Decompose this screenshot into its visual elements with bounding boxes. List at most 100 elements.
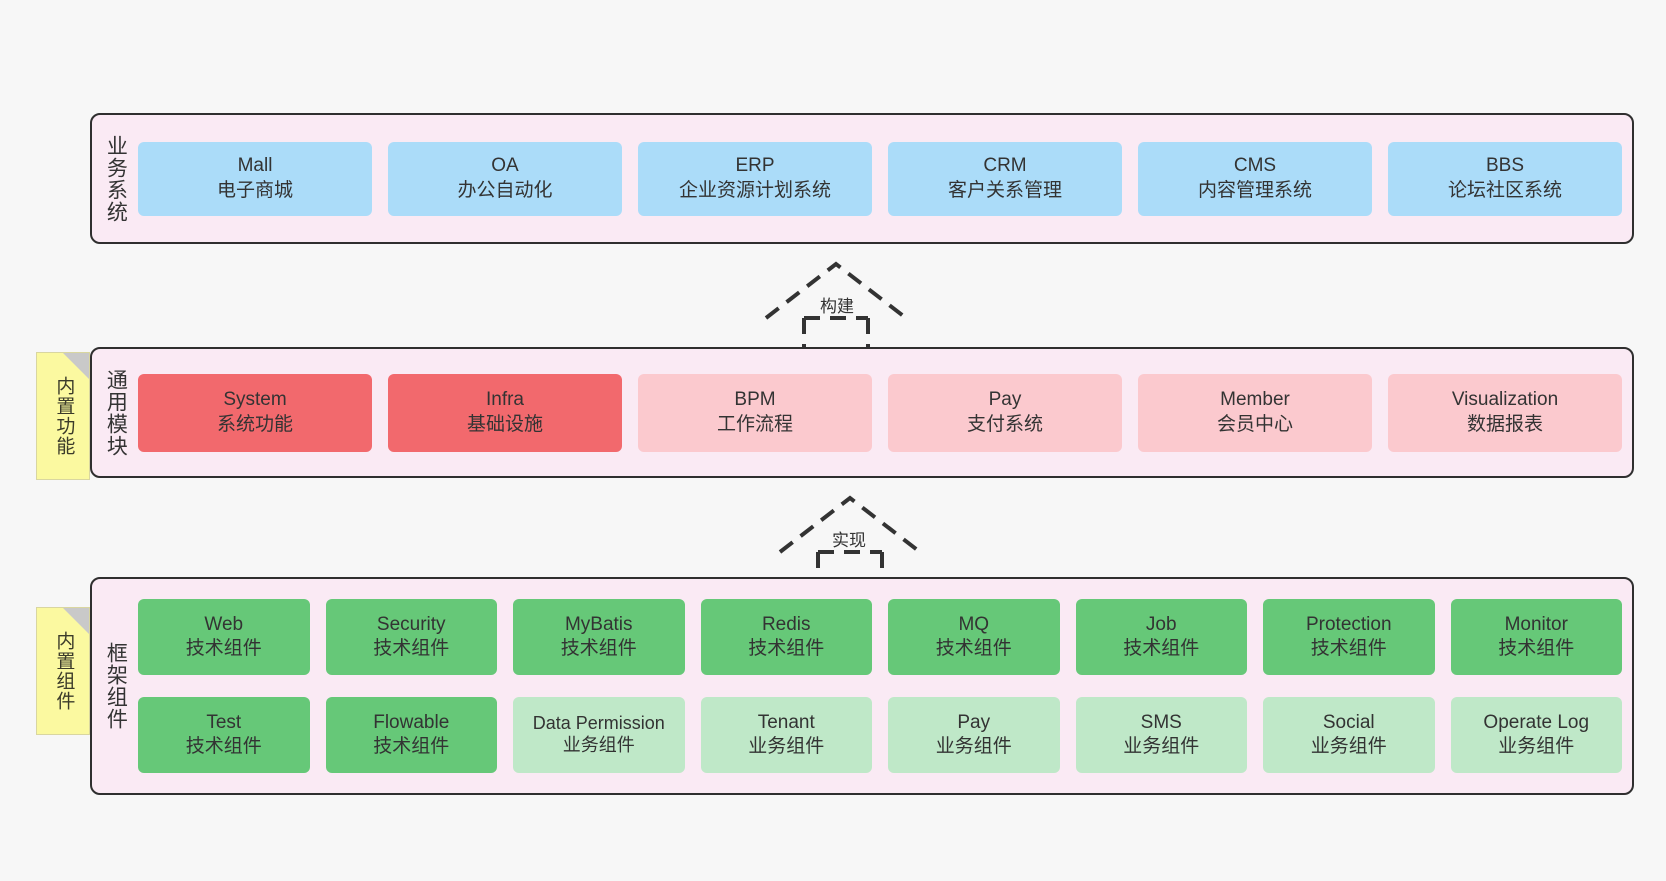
node-oa[interactable]: OA 办公自动化 — [388, 141, 622, 216]
framework-node-row-2: Test 技术组件 Flowable 技术组件 Data Permission … — [138, 697, 1622, 773]
note-fold-corner-icon — [63, 353, 89, 379]
node-cms-en: CMS — [1233, 155, 1277, 177]
node-oa-cn: 办公自动化 — [457, 179, 553, 201]
node-pay-component-cn: 业务组件 — [935, 736, 1012, 757]
node-operate-log-cn: 业务组件 — [1498, 736, 1575, 757]
node-pay-module-en: Pay — [988, 389, 1022, 411]
layer-common-title: 通用模块 — [104, 368, 128, 457]
node-tenant[interactable]: Tenant 业务组件 — [700, 697, 872, 773]
node-erp[interactable]: ERP 企业资源计划系统 — [638, 141, 872, 216]
node-pay-component[interactable]: Pay 业务组件 — [888, 697, 1060, 773]
node-pay-component-en: Pay — [957, 711, 991, 733]
node-bpm[interactable]: BPM 工作流程 — [638, 373, 872, 452]
node-sms-cn: 业务组件 — [1123, 736, 1200, 757]
node-mq-en: MQ — [958, 613, 990, 635]
node-operate-log-en: Operate Log — [1483, 711, 1590, 733]
node-monitor-en: Monitor — [1504, 613, 1568, 635]
node-security-cn: 技术组件 — [373, 638, 450, 659]
node-web-en: Web — [204, 613, 244, 635]
node-pay-module[interactable]: Pay 支付系统 — [888, 373, 1122, 452]
connector-implement: 实现 — [770, 490, 930, 582]
node-erp-cn: 企业资源计划系统 — [678, 179, 831, 201]
note-builtin-function: 内置功能 — [36, 352, 90, 480]
node-test[interactable]: Test 技术组件 — [138, 697, 310, 773]
connector-build: 构建 — [756, 256, 916, 348]
node-monitor-cn: 技术组件 — [1498, 638, 1575, 659]
node-mall[interactable]: Mall 电子商城 — [138, 141, 372, 216]
layer-framework-body: Web 技术组件 Security 技术组件 MyBatis 技术组件 Redi… — [138, 579, 1632, 793]
node-oa-en: OA — [491, 155, 519, 177]
node-protection-en: Protection — [1305, 613, 1392, 635]
node-mybatis-en: MyBatis — [564, 613, 633, 635]
node-mybatis-cn: 技术组件 — [560, 638, 637, 659]
node-crm-cn: 客户关系管理 — [947, 179, 1062, 201]
node-flowable-cn: 技术组件 — [373, 736, 450, 757]
node-mall-cn: 电子商城 — [216, 179, 293, 201]
common-node-row: System 系统功能 Infra 基础设施 BPM 工作流程 Pay 支付系统… — [138, 373, 1622, 452]
node-job-en: Job — [1145, 613, 1177, 635]
node-bbs[interactable]: BBS 论坛社区系统 — [1388, 141, 1622, 216]
generalization-arrow-icon — [778, 495, 922, 582]
node-infra-en: Infra — [485, 389, 525, 411]
node-erp-en: ERP — [735, 155, 775, 177]
node-protection-cn: 技术组件 — [1310, 638, 1387, 659]
connector-implement-label: 实现 — [832, 531, 866, 550]
node-visualization-cn: 数据报表 — [1466, 413, 1543, 435]
note-builtin-function-label: 内置功能 — [53, 376, 75, 456]
node-mq[interactable]: MQ 技术组件 — [888, 599, 1060, 675]
layer-common-module: 通用模块 System 系统功能 Infra 基础设施 BPM 工作流程 Pay… — [90, 347, 1634, 478]
node-member-cn: 会员中心 — [1216, 413, 1293, 435]
node-crm-en: CRM — [983, 155, 1027, 177]
layer-framework-component: 框架组件 Web 技术组件 Security 技术组件 MyBatis 技术组件… — [90, 577, 1634, 795]
node-sms[interactable]: SMS 业务组件 — [1075, 697, 1247, 773]
node-social-cn: 业务组件 — [1310, 736, 1387, 757]
node-redis[interactable]: Redis 技术组件 — [700, 599, 872, 675]
layer-framework-title: 框架组件 — [104, 642, 128, 730]
node-social-en: Social — [1322, 711, 1375, 733]
node-monitor[interactable]: Monitor 技术组件 — [1450, 599, 1622, 675]
node-cms-cn: 内容管理系统 — [1197, 179, 1312, 201]
node-data-permission-en: Data Permission — [532, 713, 665, 734]
framework-node-row-1: Web 技术组件 Security 技术组件 MyBatis 技术组件 Redi… — [138, 599, 1622, 675]
node-job[interactable]: Job 技术组件 — [1075, 599, 1247, 675]
node-tenant-en: Tenant — [757, 711, 815, 733]
business-node-row: Mall 电子商城 OA 办公自动化 ERP 企业资源计划系统 CRM 客户关系… — [138, 141, 1622, 216]
layer-common-body: System 系统功能 Infra 基础设施 BPM 工作流程 Pay 支付系统… — [138, 349, 1632, 476]
node-job-cn: 技术组件 — [1123, 638, 1200, 659]
node-security[interactable]: Security 技术组件 — [325, 599, 497, 675]
node-web[interactable]: Web 技术组件 — [138, 599, 310, 675]
node-social[interactable]: Social 业务组件 — [1263, 697, 1435, 773]
note-builtin-component: 内置组件 — [36, 607, 90, 735]
node-tenant-cn: 业务组件 — [748, 736, 825, 757]
layer-business-system: 业务系统 Mall 电子商城 OA 办公自动化 ERP 企业资源计划系统 CRM… — [90, 113, 1634, 244]
node-visualization-en: Visualization — [1451, 389, 1559, 411]
node-pay-module-cn: 支付系统 — [966, 413, 1043, 435]
node-flowable-en: Flowable — [373, 711, 450, 733]
node-bpm-cn: 工作流程 — [716, 413, 793, 435]
node-crm[interactable]: CRM 客户关系管理 — [888, 141, 1122, 216]
node-member[interactable]: Member 会员中心 — [1138, 373, 1372, 452]
layer-business-title: 业务系统 — [104, 134, 128, 223]
node-sms-en: SMS — [1140, 711, 1182, 733]
node-system-en: System — [223, 389, 287, 411]
note-fold-corner-icon — [63, 608, 89, 634]
node-system-cn: 系统功能 — [216, 413, 293, 435]
node-bbs-en: BBS — [1485, 155, 1525, 177]
node-operate-log[interactable]: Operate Log 业务组件 — [1450, 697, 1622, 773]
note-builtin-component-label: 内置组件 — [53, 631, 75, 711]
node-data-permission[interactable]: Data Permission 业务组件 — [513, 697, 685, 773]
node-infra[interactable]: Infra 基础设施 — [388, 373, 622, 452]
node-web-cn: 技术组件 — [185, 638, 262, 659]
node-protection[interactable]: Protection 技术组件 — [1263, 599, 1435, 675]
node-visualization[interactable]: Visualization 数据报表 — [1388, 373, 1622, 452]
layer-business-body: Mall 电子商城 OA 办公自动化 ERP 企业资源计划系统 CRM 客户关系… — [138, 115, 1632, 242]
node-test-cn: 技术组件 — [185, 736, 262, 757]
node-mybatis[interactable]: MyBatis 技术组件 — [513, 599, 685, 675]
node-system[interactable]: System 系统功能 — [138, 373, 372, 452]
connector-build-label: 构建 — [820, 297, 854, 316]
node-flowable[interactable]: Flowable 技术组件 — [325, 697, 497, 773]
node-redis-cn: 技术组件 — [748, 638, 825, 659]
node-bpm-en: BPM — [734, 389, 776, 411]
node-cms[interactable]: CMS 内容管理系统 — [1138, 141, 1372, 216]
